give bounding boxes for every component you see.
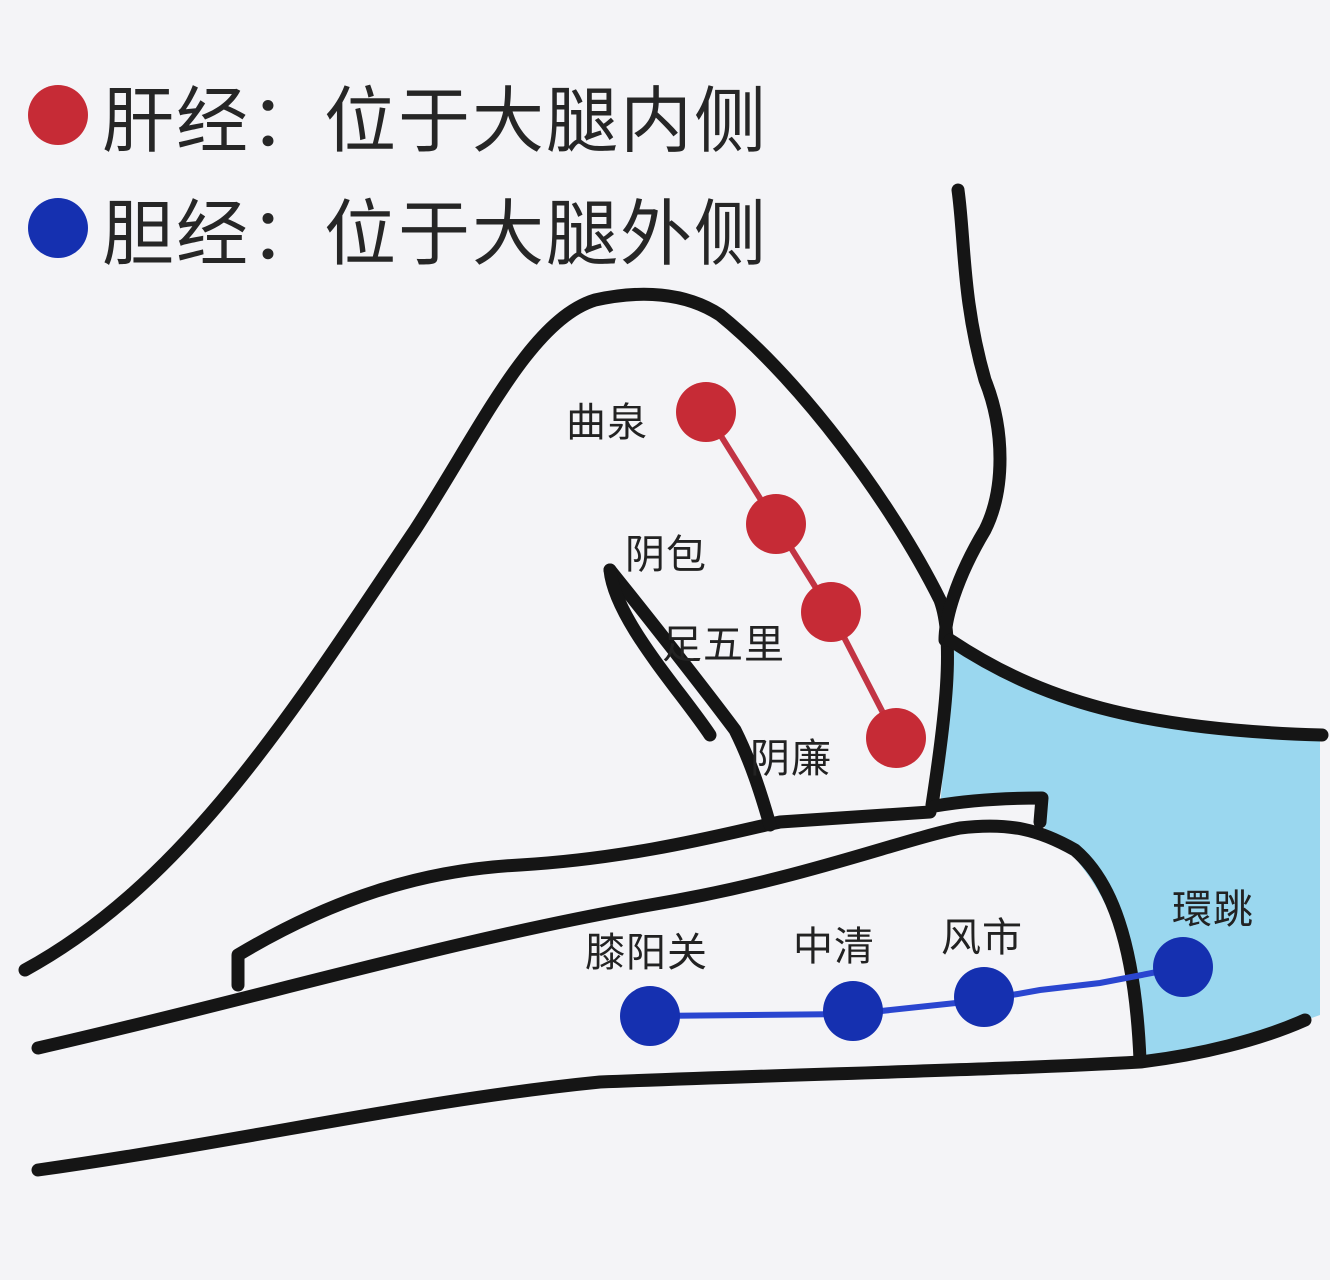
lower-leg-bottom [31,1013,1312,1177]
acupoint-fengshi [954,967,1014,1027]
label-huantiao: 環跳 [1172,887,1254,933]
blue-dot-icon [28,197,88,258]
liver-meridian-line [703,409,899,741]
legend-liver-text: 肝经：位于大腿内侧 [102,79,769,163]
acupoint-yinlian [866,708,926,768]
legend-gallbladder: 胆经：位于大腿外侧 [28,175,768,280]
inner-thigh-outline [231,805,937,992]
inner-leg-wedge [603,563,777,832]
inner-leg-wedge-back [603,563,717,742]
label-yinlian: 阴廉 [750,736,832,782]
label-fengshi: 风市 [941,915,1023,961]
label-xiyangguan: 膝阳关 [585,930,708,976]
acupoint-yinbao [746,494,806,554]
hip-notch [928,791,1049,829]
acupoint-ququan [676,382,736,442]
hip-region [940,640,1320,1062]
label-zuwuli: 足五里 [662,622,785,668]
red-dot-icon [28,84,88,145]
label-yinbao: 阴包 [625,532,707,578]
buttock-top-line [943,633,1329,742]
acupoint-zhongqing [823,981,883,1041]
lower-leg-top [31,819,1147,1067]
acupoint-zuwuli [801,582,861,642]
label-ququan: 曲泉 [566,400,648,446]
label-zhongqing: 中清 [793,924,875,970]
acupoint-huantiao [1153,937,1213,997]
torso-outline [938,183,1007,647]
bent-leg-outline [18,287,954,977]
legend-gallbladder-text: 胆经：位于大腿外侧 [102,192,769,276]
acupoint-xiyangguan [620,986,680,1046]
gallbladder-meridian-line [647,964,1186,1019]
legend-liver: 肝经：位于大腿内侧 [28,62,768,167]
